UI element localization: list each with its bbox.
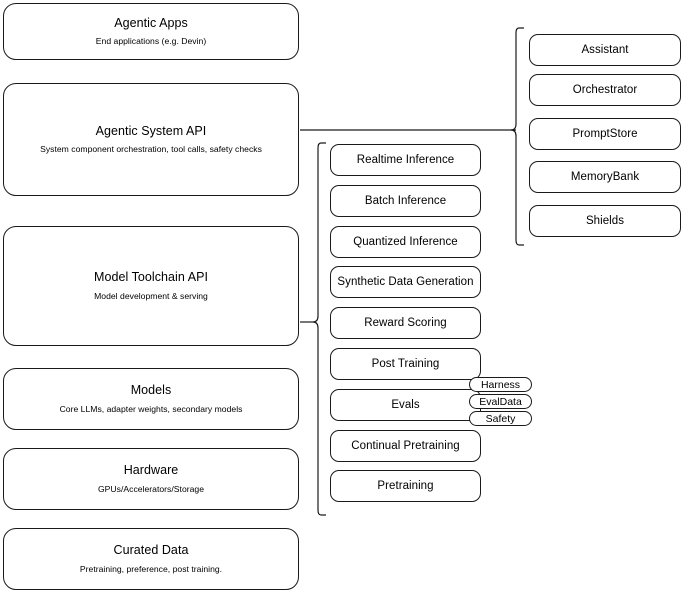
component-label: Continual Pretraining [351, 439, 460, 452]
toolchain-component-pretraining[interactable]: Pretraining [330, 470, 481, 502]
toolchain-component-batch-inference[interactable]: Batch Inference [330, 185, 481, 217]
layer-title: Curated Data [113, 543, 189, 558]
component-label: Realtime Inference [356, 153, 455, 166]
system-component-orchestrator[interactable]: Orchestrator [529, 74, 681, 106]
component-label: Post Training [371, 357, 440, 370]
toolchain-component-quantized-inference[interactable]: Quantized Inference [330, 226, 481, 258]
component-label: Orchestrator [572, 83, 638, 96]
layer-subtitle: Model development & serving [94, 290, 208, 301]
component-label: Evals [391, 398, 420, 411]
component-label: Quantized Inference [353, 235, 458, 248]
evals-badge-evaldata[interactable]: EvalData [469, 394, 532, 409]
component-label: Synthetic Data Generation [337, 275, 474, 288]
layer-title: Models [130, 383, 172, 398]
toolchain-component-realtime-inference[interactable]: Realtime Inference [330, 144, 481, 176]
stack-layer-model-toolchain-api[interactable]: Model Toolchain API Model development & … [3, 226, 299, 346]
component-label: Batch Inference [364, 194, 447, 207]
component-label: Reward Scoring [364, 316, 447, 329]
layer-title: Agentic System API [95, 123, 207, 138]
evals-badge-harness[interactable]: Harness [469, 377, 532, 392]
toolchain-component-reward-scoring[interactable]: Reward Scoring [330, 307, 481, 339]
badge-label: Harness [480, 378, 521, 391]
layer-subtitle: Pretraining, preference, post training. [79, 563, 223, 574]
layer-subtitle: System component orchestration, tool cal… [40, 144, 262, 155]
component-label: Assistant [581, 43, 629, 56]
system-component-memorybank[interactable]: MemoryBank [529, 161, 681, 193]
layer-title: Agentic Apps [114, 15, 188, 30]
layer-subtitle: End applications (e.g. Devin) [95, 36, 207, 47]
middle-bracket [312, 142, 326, 516]
layer-subtitle: GPUs/Accelerators/Storage [97, 483, 205, 494]
toolchain-component-post-training[interactable]: Post Training [330, 348, 481, 380]
stack-layer-agentic-system-api[interactable]: Agentic System API System component orch… [3, 83, 299, 196]
component-label: Pretraining [377, 479, 434, 492]
badge-label: Safety [485, 412, 516, 425]
stack-layer-agentic-apps[interactable]: Agentic Apps End applications (e.g. Devi… [3, 3, 299, 60]
component-label: MemoryBank [570, 170, 640, 183]
system-component-shields[interactable]: Shields [529, 205, 681, 237]
toolchain-component-continual-pretraining[interactable]: Continual Pretraining [330, 430, 481, 462]
component-label: Shields [585, 214, 625, 227]
stack-layer-curated-data[interactable]: Curated Data Pretraining, preference, po… [3, 528, 299, 590]
right-bracket [510, 27, 524, 246]
layer-subtitle: Core LLMs, adapter weights, secondary mo… [59, 403, 243, 414]
layer-title: Hardware [123, 463, 179, 478]
badge-label: EvalData [479, 395, 522, 408]
component-label: PromptStore [572, 127, 638, 140]
stack-layer-models[interactable]: Models Core LLMs, adapter weights, secon… [3, 368, 299, 430]
evals-badge-safety[interactable]: Safety [469, 411, 532, 426]
system-component-promptstore[interactable]: PromptStore [529, 118, 681, 150]
stack-layer-hardware[interactable]: Hardware GPUs/Accelerators/Storage [3, 448, 299, 510]
layer-title: Model Toolchain API [94, 270, 208, 285]
toolchain-component-synthetic-data-generation[interactable]: Synthetic Data Generation [330, 266, 481, 298]
system-component-assistant[interactable]: Assistant [529, 34, 681, 66]
toolchain-component-evals[interactable]: Evals [330, 389, 481, 421]
